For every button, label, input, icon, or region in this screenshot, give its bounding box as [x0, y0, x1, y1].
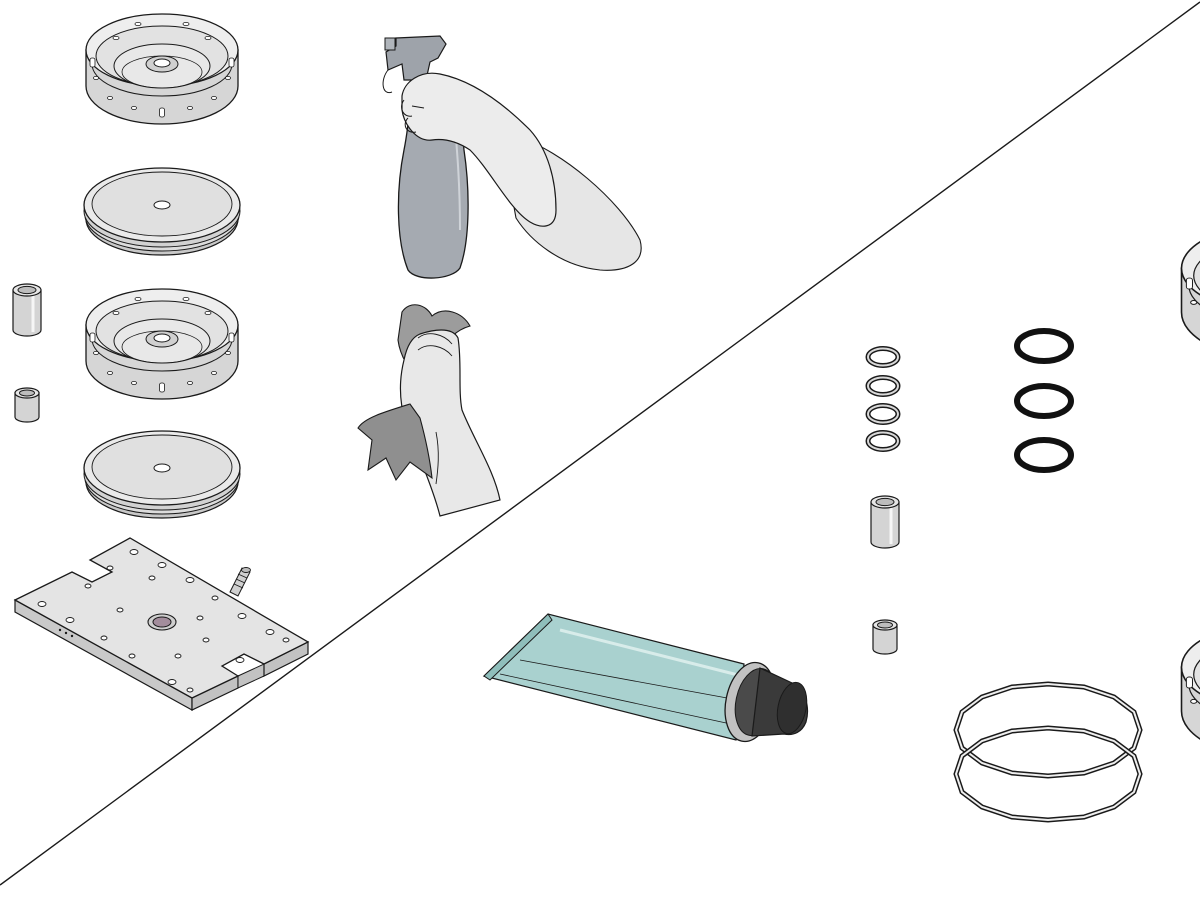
- cloth-icon: [357, 304, 501, 517]
- pump-housing-icon: [85, 288, 239, 400]
- bushing-icon: [872, 619, 898, 655]
- pump-housing-icon: [1180, 223, 1200, 360]
- seal-ring-icon: [953, 681, 1143, 823]
- pump-housing-icon: [85, 13, 239, 125]
- o-ring-icon: [865, 346, 901, 452]
- pump-housing-icon: [1180, 622, 1200, 759]
- spray-bottle-icon: [382, 35, 642, 279]
- bushing-icon: [869, 494, 901, 550]
- grease-tube-icon: [482, 613, 809, 743]
- diaphragm-icon: [83, 430, 241, 519]
- bushing-icon: [14, 387, 40, 423]
- bushing-icon: [11, 282, 43, 338]
- diaphragm-icon: [83, 167, 241, 256]
- base-plate-icon: [13, 537, 310, 712]
- o-ring-icon: [1014, 328, 1074, 473]
